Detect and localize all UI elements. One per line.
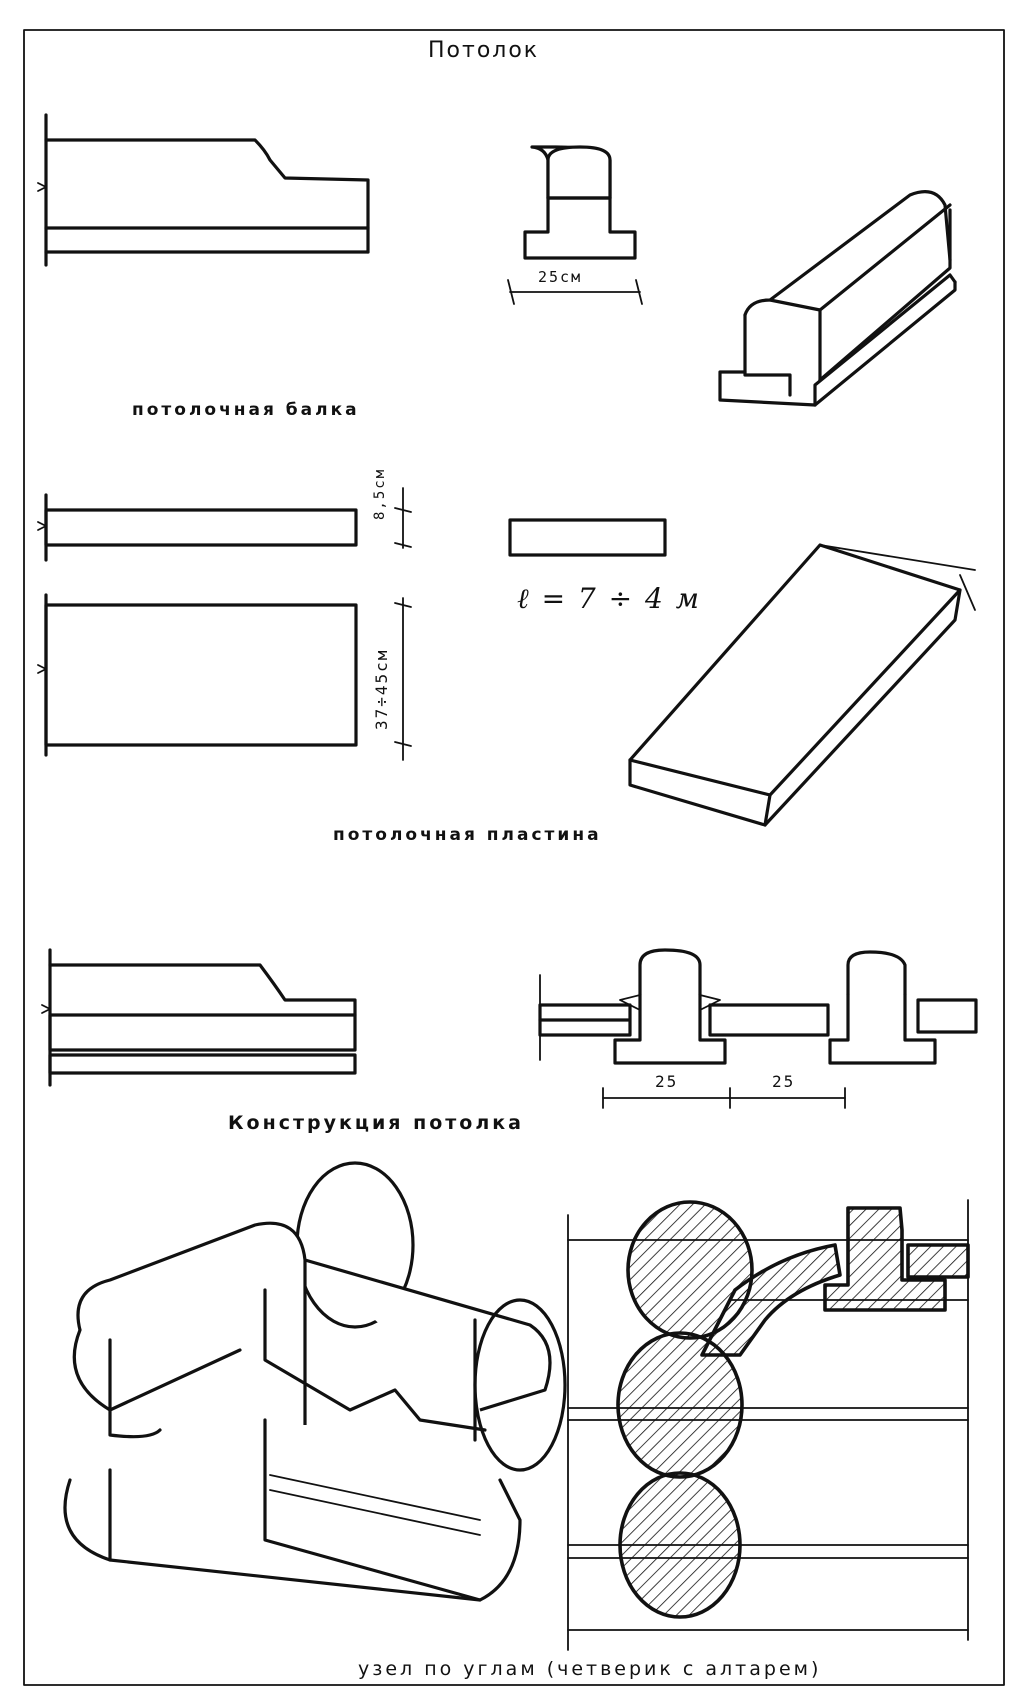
corner-joint-section (567, 1199, 970, 1651)
corner-joint-isometric (63, 1161, 567, 1602)
plate-isometric (628, 543, 976, 827)
page-frame (23, 29, 1005, 1686)
plate-section (508, 518, 667, 557)
beam-width-dimension: 25см (538, 268, 583, 286)
page-title: Потолок (428, 38, 540, 63)
construction-caption: Конструкция потолка (228, 1112, 524, 1134)
construction-dimension-left: 25 (655, 1072, 679, 1091)
beam-caption: потолочная балка (132, 400, 360, 420)
plate-length-formula: ℓ = 7 ÷ 4 м (517, 582, 701, 615)
construction-side-view (41, 948, 357, 1087)
construction-section (538, 948, 978, 1109)
construction-dimension-right: 25 (772, 1072, 796, 1091)
corner-joint-caption: узел по углам (четверик с алтарем) (358, 1658, 822, 1680)
plate-width-dimension: 37÷45см (372, 648, 391, 730)
plate-side-thin (37, 487, 412, 562)
beam-isometric (718, 190, 957, 407)
plate-side-tall (37, 593, 412, 761)
beam-section (507, 145, 643, 305)
plate-caption: потолочная пластина (333, 825, 602, 845)
plate-thickness-dimension: 8,5см (372, 467, 388, 520)
beam-side-view (37, 113, 370, 267)
